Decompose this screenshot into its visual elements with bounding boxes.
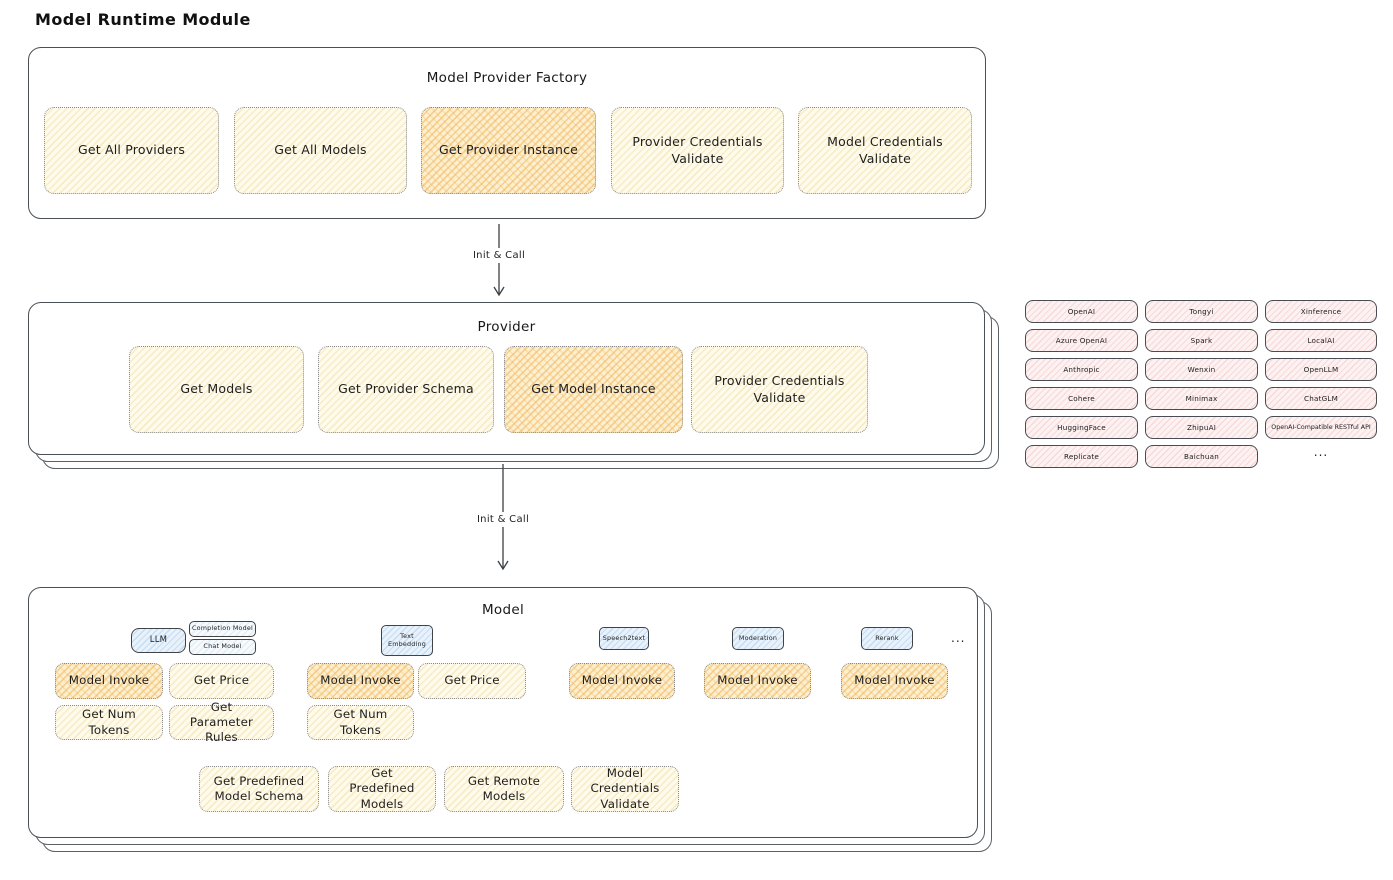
embedding-get-num-tokens-node: Get Num Tokens — [307, 705, 414, 740]
moderation-model-invoke-node: Model Invoke — [704, 663, 811, 699]
arrow-head-icon — [493, 263, 505, 297]
arrow-line-icon — [502, 464, 504, 512]
provider-chip-localai: LocalAI — [1265, 329, 1377, 352]
provider-credentials-validate-node: Provider Credentials Validate — [611, 107, 784, 194]
init-call-arrow-1: Init & Call — [464, 224, 534, 297]
model-title: Model — [481, 602, 525, 618]
tab-chat-model: Chat Model — [189, 639, 256, 655]
provider-chip-zhipuai: ZhipuAI — [1145, 416, 1258, 439]
tab-speech2text: Speech2text — [599, 627, 649, 650]
tab-completion-model: Completion Model — [189, 621, 256, 637]
page-title: Model Runtime Module — [35, 10, 251, 29]
provider-chip-baichuan: Baichuan — [1145, 445, 1258, 468]
get-models-node: Get Models — [129, 346, 304, 433]
init-call-label-1: Init & Call — [472, 250, 526, 261]
provider-chip-replicate: Replicate — [1025, 445, 1138, 468]
provider-chip-tongyi: Tongyi — [1145, 300, 1258, 323]
get-all-providers-node: Get All Providers — [44, 107, 219, 194]
tab-llm: LLM — [131, 628, 186, 653]
rerank-model-invoke-node: Model Invoke — [841, 663, 948, 699]
tab-rerank: Rerank — [861, 627, 913, 650]
provider-chip-azure-openai: Azure OpenAI — [1025, 329, 1138, 352]
embedding-model-invoke-node: Model Invoke — [307, 663, 414, 699]
arrow-line-icon — [498, 224, 500, 248]
provider-chip-cohere: Cohere — [1025, 387, 1138, 410]
provider-title: Provider — [477, 319, 536, 335]
get-predefined-models-node: Get Predefined Models — [328, 766, 436, 812]
provider-chip-minimax: Minimax — [1145, 387, 1258, 410]
llm-get-price-node: Get Price — [169, 663, 274, 699]
speech-model-invoke-node: Model Invoke — [569, 663, 675, 699]
llm-model-invoke-node: Model Invoke — [55, 663, 163, 699]
provider-grid: OpenAI Tongyi Xinference Azure OpenAI Sp… — [1025, 300, 1377, 468]
provider-chip-xinference: Xinference — [1265, 300, 1377, 323]
llm-get-num-tokens-node: Get Num Tokens — [55, 705, 163, 740]
model-credentials-validate-node: Model Credentials Validate — [798, 107, 972, 194]
llm-get-parameter-rules-node: Get Parameter Rules — [169, 700, 274, 744]
tabs-ellipsis: ... — [951, 631, 966, 645]
init-call-label-2: Init & Call — [476, 514, 530, 525]
arrow-head-icon — [497, 527, 509, 571]
provider-chip-chatglm: ChatGLM — [1265, 387, 1377, 410]
model-box: Model LLM Completion Model Chat Model Te… — [28, 587, 978, 838]
provider-chip-openai-compatible: OpenAI-Compatible RESTful API — [1265, 416, 1377, 439]
factory-title: Model Provider Factory — [426, 70, 588, 86]
provider-chip-huggingface: HuggingFace — [1025, 416, 1138, 439]
get-provider-schema-node: Get Provider Schema — [318, 346, 494, 433]
get-predefined-model-schema-node: Get Predefined Model Schema — [199, 766, 319, 812]
provider-chip-wenxin: Wenxin — [1145, 358, 1258, 381]
provider-credentials-validate-node-2: Provider Credentials Validate — [691, 346, 868, 433]
model-credentials-validate-node-2: Model Credentials Validate — [571, 766, 679, 812]
tab-text-embedding: Text Embedding — [381, 625, 433, 656]
get-provider-instance-node: Get Provider Instance — [421, 107, 596, 194]
provider-chip-openllm: OpenLLM — [1265, 358, 1377, 381]
provider-chip-spark: Spark — [1145, 329, 1258, 352]
provider-chip-anthropic: Anthropic — [1025, 358, 1138, 381]
get-model-instance-node: Get Model Instance — [504, 346, 683, 433]
get-all-models-node: Get All Models — [234, 107, 407, 194]
provider-box: Provider Get Models Get Provider Schema … — [28, 302, 985, 455]
provider-chip-openai: OpenAI — [1025, 300, 1138, 323]
get-remote-models-node: Get Remote Models — [444, 766, 564, 812]
tab-moderation: Moderation — [732, 627, 784, 650]
init-call-arrow-2: Init & Call — [468, 464, 538, 571]
factory-box: Model Provider Factory Get All Providers… — [28, 47, 986, 219]
embedding-get-price-node: Get Price — [418, 663, 526, 699]
provider-grid-ellipsis: ... — [1313, 445, 1329, 459]
